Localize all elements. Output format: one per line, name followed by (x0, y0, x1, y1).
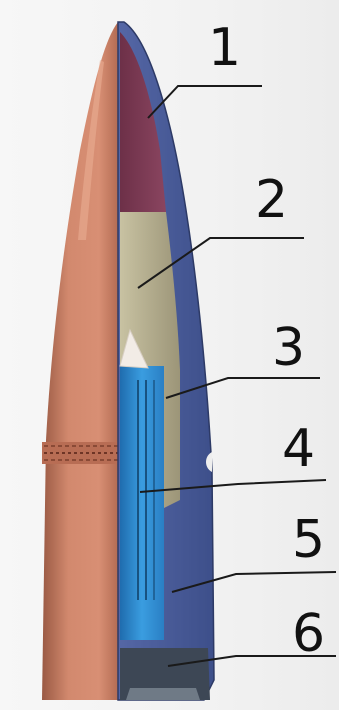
label-1: 1 (208, 22, 241, 74)
label-2: 2 (255, 174, 288, 226)
cannelure-band (42, 442, 118, 464)
label-3: 3 (272, 322, 305, 374)
base-recess (126, 688, 200, 700)
label-4: 4 (282, 423, 315, 475)
bullet-outer-copper (42, 22, 118, 700)
steel-core (120, 366, 164, 640)
label-6: 6 (292, 608, 325, 660)
label-5: 5 (292, 514, 325, 566)
